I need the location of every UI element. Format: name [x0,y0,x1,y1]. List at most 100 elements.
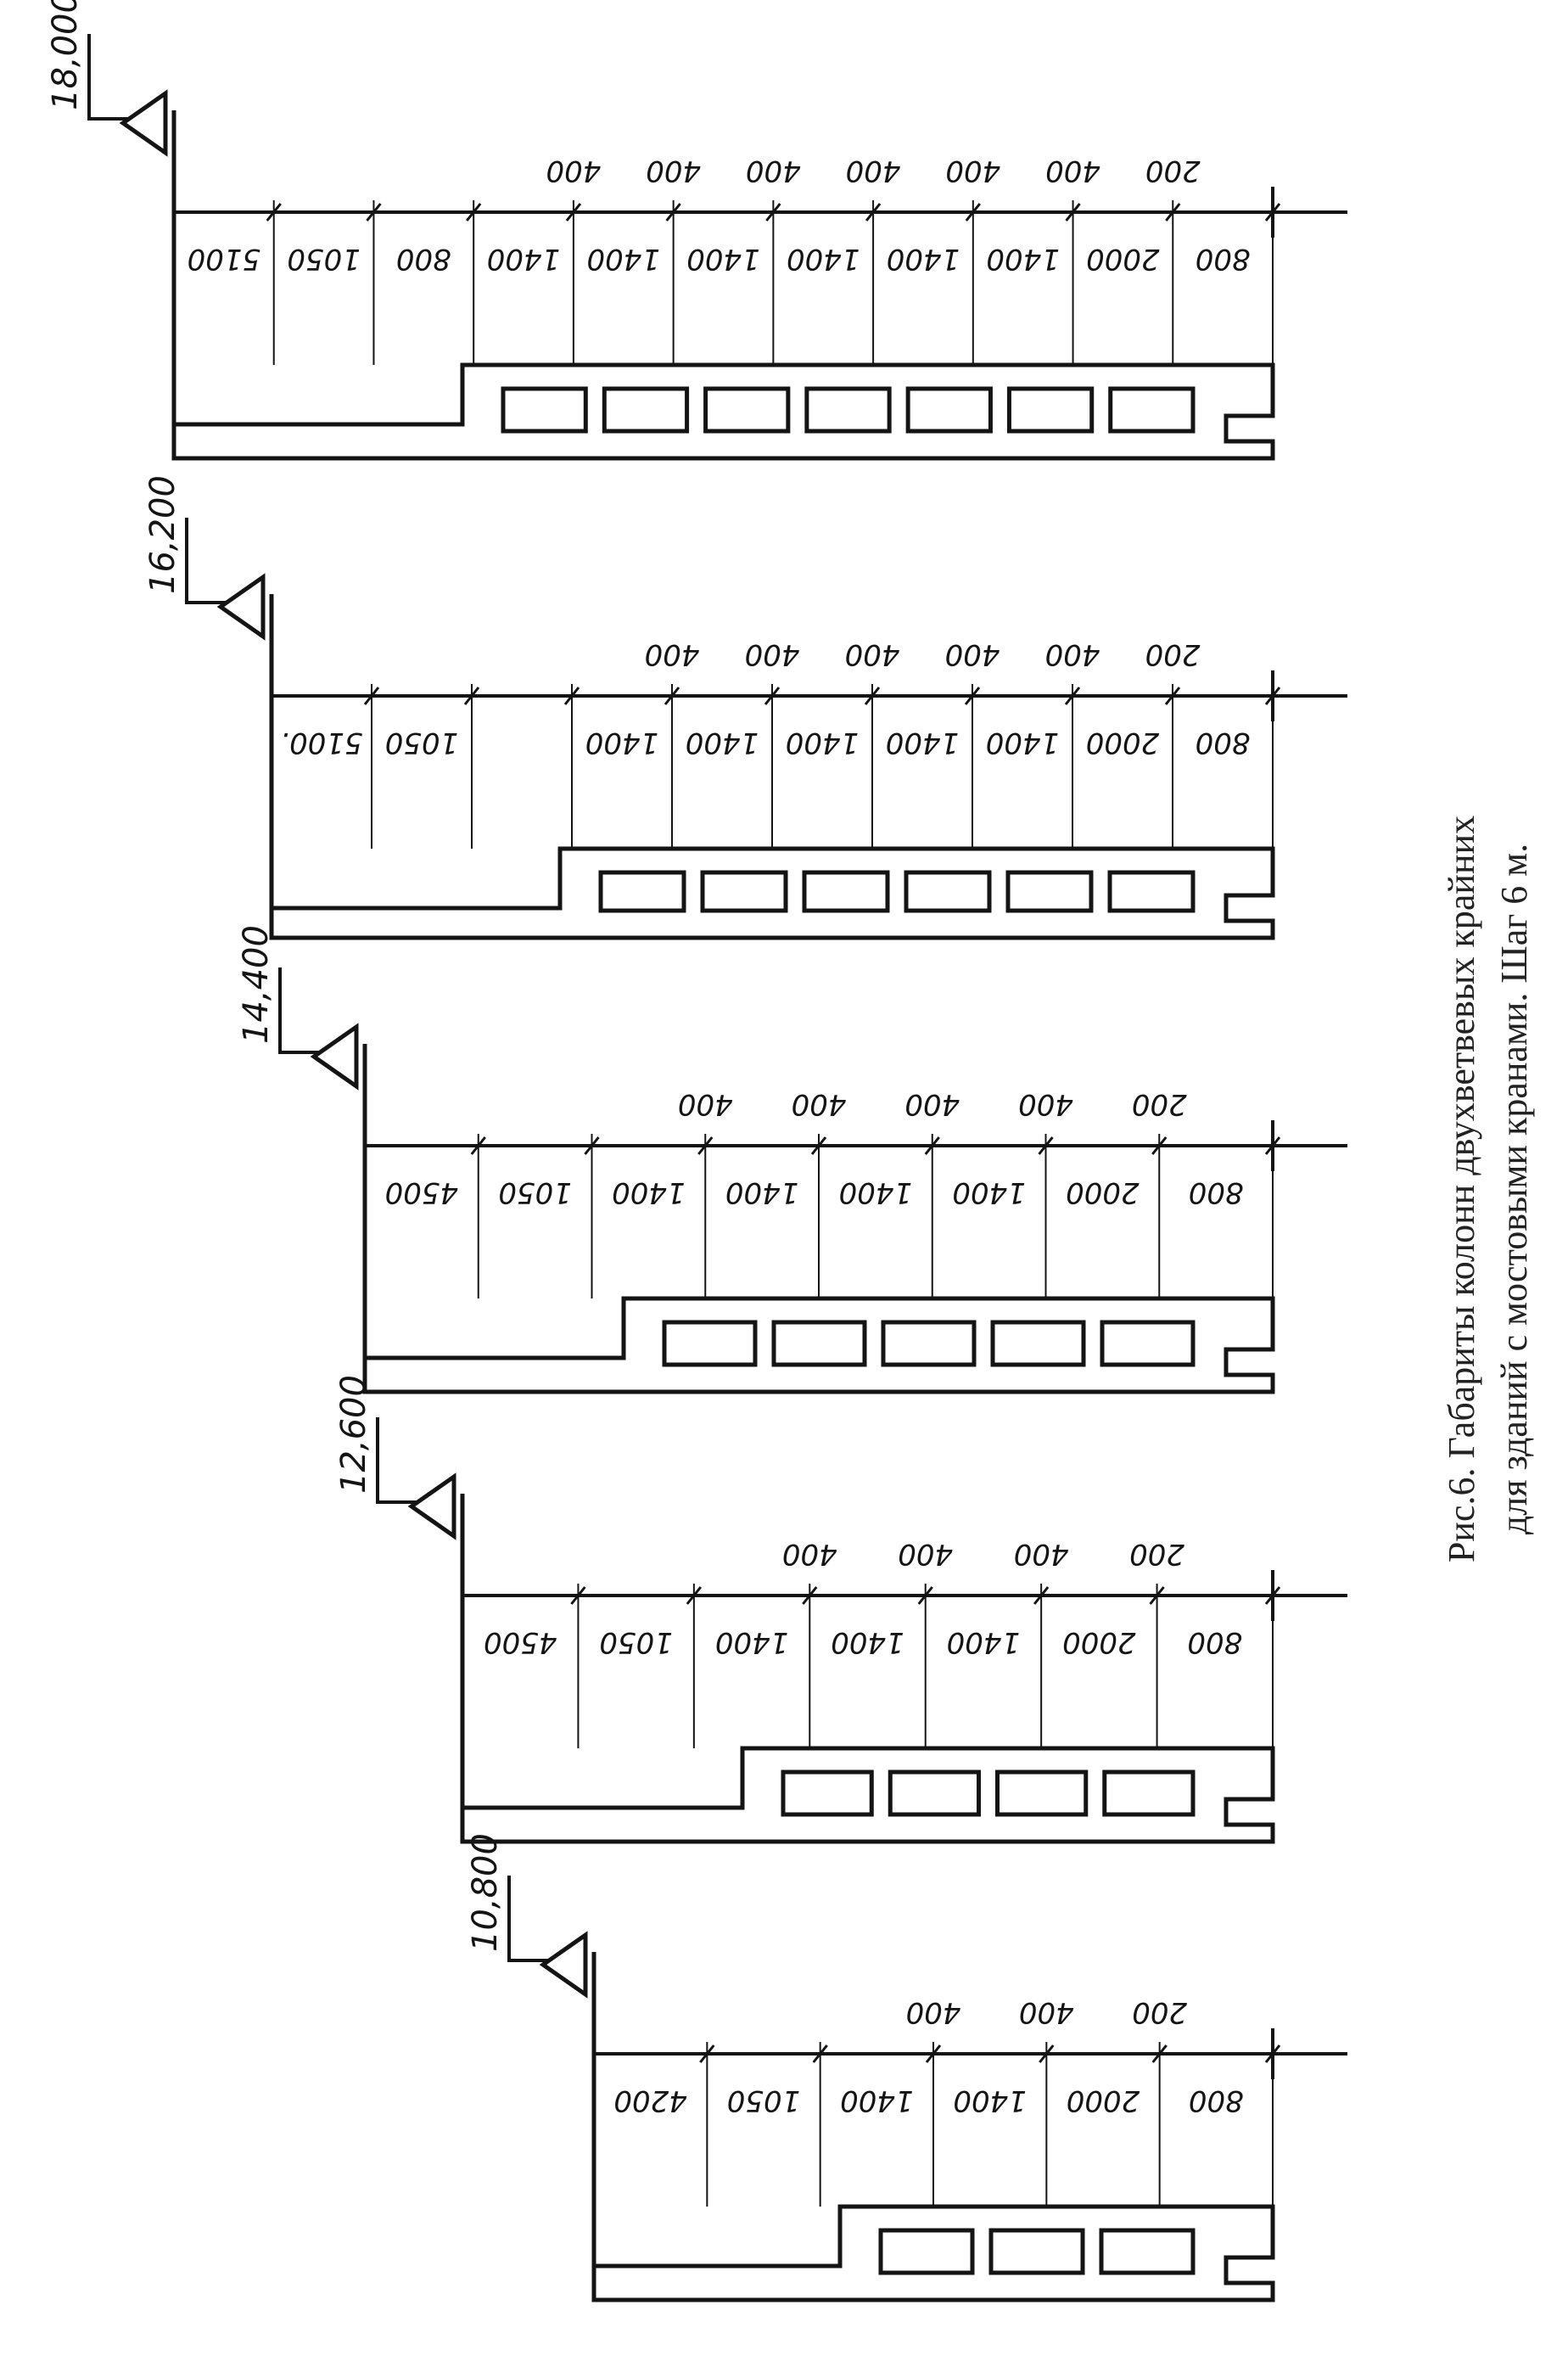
dimension-label: 1050 [287,242,361,276]
dimension-label: 2000 [1086,242,1160,276]
column-opening [703,386,791,434]
column-opening [804,386,892,434]
column-opening [988,2228,1085,2275]
figure-caption: Рис.6. Габариты колонн двухветвевых край… [1436,340,1554,2038]
caption-line-1: Рис.6. Габариты колонн двухветвевых край… [1441,815,1482,1563]
column-opening [1108,386,1196,434]
dimension-label: 5100. [280,726,362,760]
sub-dimension-label: 400 [846,154,901,188]
dimension-label: 1050 [599,1625,673,1659]
dimension-label: 800 [396,242,451,276]
sub-dimension-label: 400 [546,154,601,188]
column-opening [995,1769,1089,1817]
sub-dimension-label: 400 [646,154,701,188]
sub-dimension-label: 400 [745,637,800,671]
elevation-label: 10,800 [466,1833,505,1952]
sub-dimension-label: 400 [906,1995,961,2029]
column-opening [905,386,993,434]
elevation-label: 18,000 [46,0,85,110]
dimension-label: 1400 [612,1175,686,1209]
sub-dimension-label: 200 [1145,154,1201,188]
column-drawing: 12,6008002000200140040014004001400400105… [334,1375,1347,1844]
dimension-label: 5100 [188,242,261,276]
sub-dimension-label: 400 [1019,1995,1074,2029]
dimension-label: 1400 [786,726,860,760]
dimension-label: 4500 [385,1175,459,1209]
dimension-label: 1400 [947,1625,1021,1659]
dimension-label: 2000 [1086,726,1160,760]
sub-dimension-label: 200 [1129,1537,1184,1571]
column-opening [781,1769,874,1817]
column-opening [662,1320,758,1367]
column-opening [501,386,588,434]
dimension-label: 1400 [715,1625,789,1659]
sub-dimension-label: 400 [1045,637,1100,671]
column-opening [1107,870,1196,913]
elevation-marker: 10,800 [466,1833,588,1999]
column-opening [602,386,690,434]
dimension-label: 1400 [986,242,1060,276]
dimension-label: 1400 [952,1175,1026,1209]
dimension-label: 1400 [787,242,860,276]
sub-dimension-label: 400 [1014,1537,1069,1571]
column-outline [591,1952,1275,2302]
column-opening [1102,1769,1196,1817]
column-opening [598,870,686,913]
column-opening [1100,1320,1196,1367]
dimension-label: 1400 [986,726,1060,760]
sub-dimension-label: 400 [746,154,801,188]
column-opening [888,1769,981,1817]
column-outline [171,110,1275,461]
sub-dimension-label: 400 [945,637,1000,671]
column-drawing: 10,800 800 2000 200 1400 400 1400 400 1050 4200 [466,1833,1347,2302]
dimension-label: 1400 [839,1175,913,1209]
dimension-label: 1400 [840,2084,914,2117]
column-outline [460,1494,1275,1844]
dimension-label: 1400 [686,726,759,760]
sub-dimension-label: 200 [1145,637,1201,671]
sub-dimension-label: 400 [1018,1087,1073,1121]
dimension-label: 1400 [585,726,659,760]
dimension-label: 800 [1187,1625,1242,1659]
column-opening [1006,386,1095,434]
column-opening [990,1320,1086,1367]
elevation-marker: 16,200 [143,475,266,641]
elevation-label: 16,200 [143,475,182,594]
column-opening [881,1320,977,1367]
column-outline [269,594,1275,940]
sub-dimension-label: 400 [782,1537,837,1571]
column-opening [1099,2228,1196,2275]
dimension-label: 1400 [587,242,661,276]
dimension-label: 800 [1189,1175,1244,1209]
dimension-label: 800 [1196,726,1251,760]
dimension-label: 2000 [1066,1175,1140,1209]
column-drawing: 14,4008002000200140040014004001400400140… [237,925,1347,1394]
sub-dimension-label: 400 [845,637,900,671]
dimension-label: 1050 [385,726,459,760]
elevation-marker: 12,600 [334,1375,456,1540]
dimension-label: 2000 [1062,1625,1136,1659]
sub-dimension-label: 200 [1132,1995,1187,2029]
sub-dimension-label: 400 [904,1087,960,1121]
dimension-label: 1400 [887,242,960,276]
dimension-label: 4200 [613,2084,687,2117]
elevation-label: 14,400 [237,925,276,1044]
dimension-label: 1400 [686,242,760,276]
column-opening [802,870,890,913]
sub-dimension-label: 200 [1132,1087,1187,1121]
sub-dimension-label: 400 [792,1087,847,1121]
sub-dimension-label: 400 [645,637,700,671]
dimension-label: 800 [1189,2084,1244,2117]
sub-dimension-label: 400 [678,1087,733,1121]
sub-dimension-label: 400 [945,154,1000,188]
dimension-label: 1050 [727,2084,801,2117]
column-opening [771,1320,867,1367]
elevation-marker: 14,400 [237,925,359,1091]
dimension-label: 1400 [953,2084,1027,2117]
column-drawing: 18,000 800 2000 200 1400 400 1400 400 1400 400 140… [46,0,1347,461]
dimension-label: 1400 [831,1625,904,1659]
caption-line-2: для зданий с мостовыми кранами. Шаг 6 м. [1493,843,1535,1535]
column-opening [878,2228,975,2275]
dimension-label: 2000 [1067,2084,1140,2117]
